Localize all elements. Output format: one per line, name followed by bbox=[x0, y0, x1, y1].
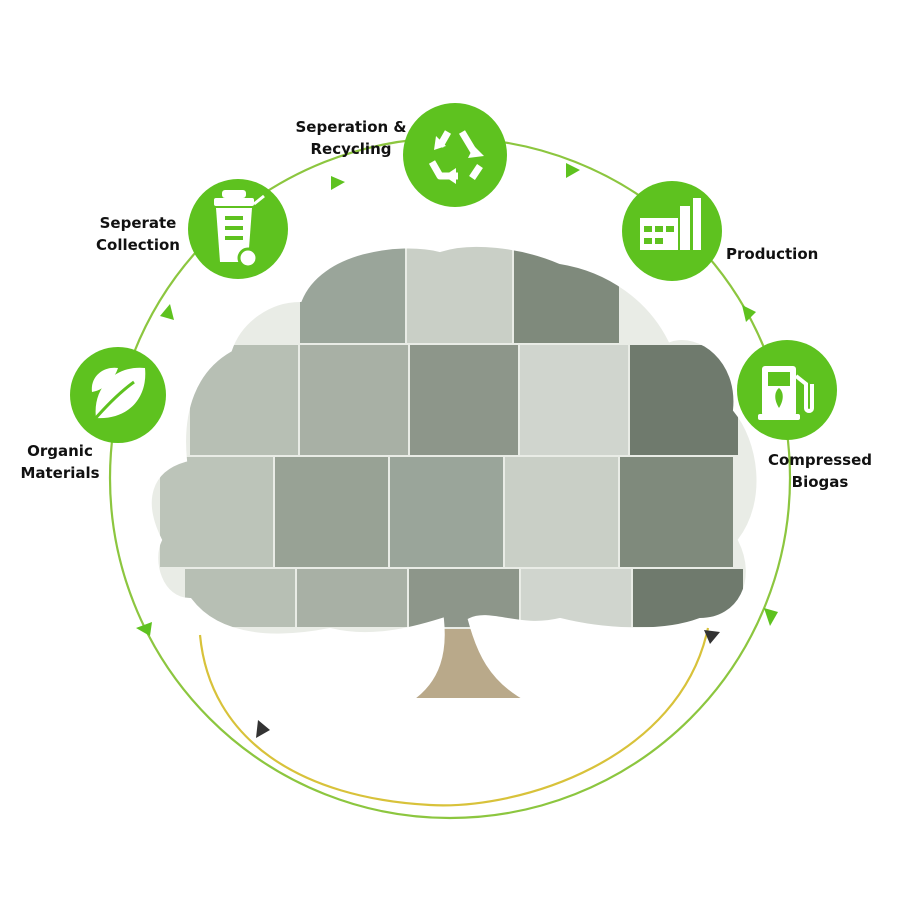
tree-photo-collage bbox=[150, 244, 759, 700]
arrow-icon bbox=[256, 720, 270, 738]
man-with-pipe-photo bbox=[275, 457, 388, 567]
building-photo bbox=[521, 569, 631, 627]
arrow-icon bbox=[704, 630, 720, 644]
stage-label-production: Production bbox=[726, 245, 819, 263]
stage-node-collection bbox=[188, 179, 288, 279]
stage-label-recycling: Seperation & Recycling bbox=[295, 118, 407, 158]
machinery-photo bbox=[185, 569, 295, 627]
man-at-control-panel-photo bbox=[505, 457, 618, 567]
worker-group-photo bbox=[160, 457, 273, 567]
stage-label-organic: Organic Materials bbox=[20, 442, 100, 482]
leaf-icon bbox=[91, 367, 146, 421]
arrow-icon bbox=[742, 305, 756, 322]
man-at-valve-photo bbox=[410, 345, 518, 455]
steel-tower-photo bbox=[390, 457, 503, 567]
digester-dome-photo bbox=[520, 345, 628, 455]
plant-tower-photo bbox=[407, 244, 512, 343]
waste-bin-icon bbox=[214, 190, 265, 269]
arrow-icon bbox=[764, 608, 778, 626]
fuel-pump-icon bbox=[758, 366, 814, 420]
arrow-icon bbox=[566, 163, 580, 178]
stage-node-biogas bbox=[737, 340, 837, 440]
tree-outline bbox=[147, 242, 761, 702]
trunk-road-photo bbox=[405, 629, 535, 700]
plant-structure-photo bbox=[514, 244, 619, 343]
arrow-icon bbox=[331, 176, 345, 190]
storage-tank-photo bbox=[300, 345, 408, 455]
stage-label-collection: Seperate Collection bbox=[96, 214, 180, 254]
shed-photo bbox=[297, 569, 407, 627]
stage-node-production bbox=[622, 181, 722, 281]
stage-node-organic bbox=[70, 347, 166, 443]
arrow-icon bbox=[160, 304, 174, 320]
factory-icon bbox=[640, 198, 701, 250]
team-group-photo bbox=[630, 345, 738, 455]
person-at-laptop-photo bbox=[190, 345, 298, 455]
stack-tower-photo bbox=[620, 457, 733, 567]
cycle-arrows bbox=[136, 163, 778, 636]
arrow-icon bbox=[136, 622, 152, 636]
stage-node-recycling bbox=[403, 103, 507, 207]
inner-cycle-arc bbox=[198, 627, 710, 807]
conveyor-photo bbox=[633, 569, 743, 627]
stage-label-biogas: Compressed Biogas bbox=[767, 451, 873, 491]
